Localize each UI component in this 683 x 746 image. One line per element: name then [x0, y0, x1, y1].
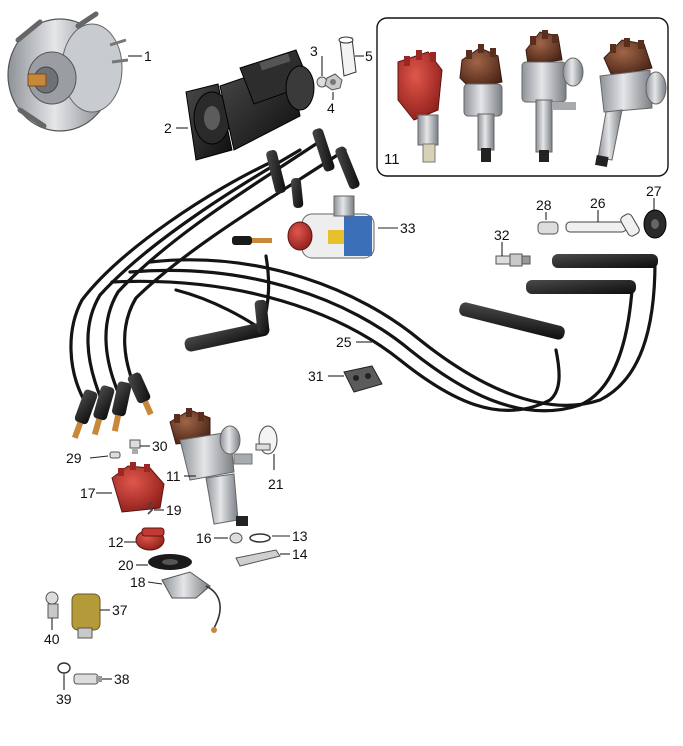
distributor-main [169, 408, 253, 526]
plug-boot-top-pair [266, 128, 360, 209]
bushing-16 [229, 532, 243, 544]
oil-pressure-switch-40 [45, 591, 59, 619]
callout-28: 28 [536, 197, 552, 213]
callout-40: 40 [44, 631, 60, 647]
inset-distributor-brown-3 [595, 38, 667, 167]
inset-distributor-red [397, 50, 443, 163]
callout-5: 5 [365, 48, 373, 64]
washer-39 [57, 662, 71, 674]
callout-14: 14 [292, 546, 308, 562]
inset-distributor-brown-1 [459, 44, 503, 162]
inset-distributor-brown-2 [521, 30, 584, 162]
ignition-coil [287, 195, 375, 259]
callout-29: 29 [66, 450, 82, 466]
wire-separator-31 [343, 365, 383, 393]
callout-27: 27 [646, 183, 662, 199]
starter-motor [185, 49, 315, 161]
callout-19: 19 [166, 502, 182, 518]
callout-31: 31 [308, 368, 324, 384]
callout-16: 16 [196, 530, 212, 546]
rubber-boot-5 [338, 36, 357, 77]
distributor-inset [376, 17, 669, 177]
coil-lead-terminal [232, 236, 272, 245]
connector-28 [537, 221, 559, 235]
grommet-27 [643, 209, 667, 239]
rotor-12 [135, 527, 165, 551]
callout-4: 4 [327, 100, 335, 116]
clamp-14 [235, 549, 281, 567]
callout-20: 20 [118, 557, 134, 573]
callout-13: 13 [292, 528, 308, 544]
plug-boots-right [459, 254, 658, 340]
contact-points-18 [161, 571, 221, 633]
callout-38: 38 [114, 671, 130, 687]
callout-3: 3 [310, 43, 318, 59]
callout-labels: 1 2 3 4 5 11 33 28 26 27 32 25 31 29 30 … [44, 43, 662, 707]
alternator [7, 11, 129, 132]
callout-2: 2 [164, 120, 172, 136]
distributor-boots [71, 372, 154, 439]
connector-tube-26 [565, 213, 640, 237]
callout-26: 26 [590, 195, 606, 211]
distributor-cap-17 [111, 462, 165, 513]
washer-and-nut-3-4 [316, 73, 343, 91]
terminal-30 [129, 439, 141, 454]
callout-leaders [51, 55, 655, 690]
spark-plug-32 [495, 253, 531, 267]
callout-39: 39 [56, 691, 72, 707]
callout-12: 12 [108, 534, 124, 550]
sender-38 [73, 673, 102, 685]
spring-19 [146, 501, 154, 515]
oil-pressure-sender-37 [71, 593, 101, 639]
dust-shield-20 [148, 554, 192, 570]
callout-1: 1 [144, 48, 152, 64]
inset-callout-11: 11 [384, 151, 400, 168]
callout-30: 30 [152, 438, 168, 454]
callout-25: 25 [336, 334, 352, 350]
callout-37: 37 [112, 602, 128, 618]
callout-17: 17 [80, 485, 96, 501]
callout-21: 21 [268, 476, 284, 492]
condenser-21 [255, 425, 278, 455]
callout-18: 18 [130, 574, 146, 590]
plug-boot-long-left [184, 299, 270, 352]
callout-33: 33 [400, 220, 416, 236]
o-ring-13 [249, 533, 271, 543]
clip-29 [109, 451, 121, 459]
callout-11-main: 11 [166, 468, 181, 484]
callout-32: 32 [494, 227, 510, 243]
